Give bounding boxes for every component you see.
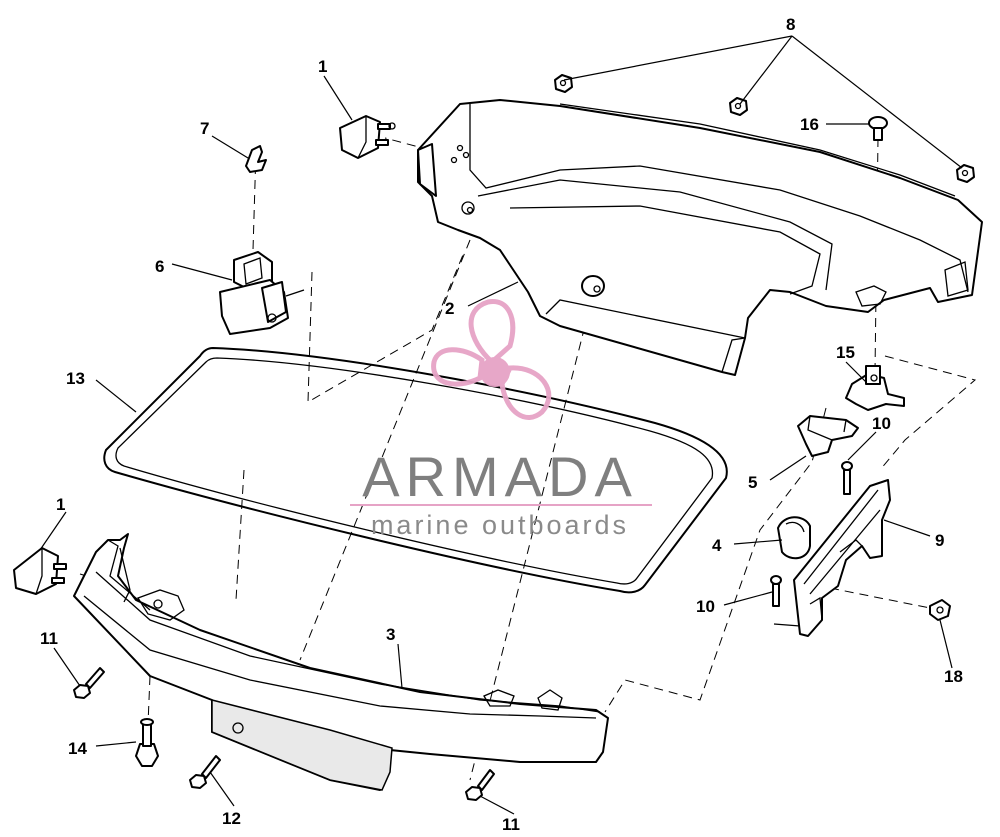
- clip-part-7: [245, 145, 267, 173]
- callout-5: 5: [748, 473, 757, 492]
- callout-15: 15: [836, 343, 855, 362]
- latch-part-6: [219, 251, 305, 335]
- callout-7: 7: [200, 119, 209, 138]
- callout-12: 12: [222, 809, 241, 828]
- callout-10-lower: 10: [696, 597, 715, 616]
- lower-cover-part-3: [73, 533, 609, 791]
- bracket-part-1-left: [13, 547, 67, 595]
- callout-3: 3: [386, 625, 395, 644]
- nuts-part-8: [554, 74, 975, 183]
- grommet-part-18: [929, 599, 951, 621]
- watermark-brand: ARMADA: [362, 445, 638, 508]
- callout-9: 9: [935, 531, 944, 550]
- screw-part-16: [868, 116, 888, 141]
- callout-11-bottom: 11: [502, 815, 520, 834]
- callout-1-top: 1: [318, 57, 327, 76]
- assembly-guide-lines: [79, 137, 977, 781]
- callout-18: 18: [944, 667, 963, 686]
- callout-4: 4: [712, 536, 722, 555]
- callout-16: 16: [800, 115, 819, 134]
- callout-13: 13: [66, 369, 85, 388]
- callout-14: 14: [68, 739, 87, 758]
- callout-6: 6: [155, 257, 164, 276]
- latch-plate-part-9: [773, 479, 891, 637]
- bracket-part-1-top: [339, 115, 396, 159]
- callout-10-right: 10: [872, 414, 891, 433]
- callout-8: 8: [786, 15, 795, 34]
- fasteners-part-11-12-14: [73, 667, 495, 801]
- callout-1-left: 1: [56, 495, 65, 514]
- watermark-tagline: marine outboards: [371, 510, 629, 540]
- upper-cover-part-2: [417, 99, 983, 376]
- callout-labels: 8 1 7 16 6 2 15 13 10 5 1 9 4 10 3 11 18…: [40, 15, 963, 834]
- leader-lines: [39, 35, 963, 815]
- callout-2: 2: [445, 299, 454, 318]
- propeller-icon: [431, 299, 552, 420]
- screws-part-10: [770, 461, 853, 607]
- fitting-part-15: [845, 365, 905, 411]
- pad-part-4: [777, 516, 811, 560]
- seal-part-13: [103, 347, 728, 594]
- bracket-part-5: [797, 415, 859, 457]
- callout-11-left: 11: [40, 629, 58, 648]
